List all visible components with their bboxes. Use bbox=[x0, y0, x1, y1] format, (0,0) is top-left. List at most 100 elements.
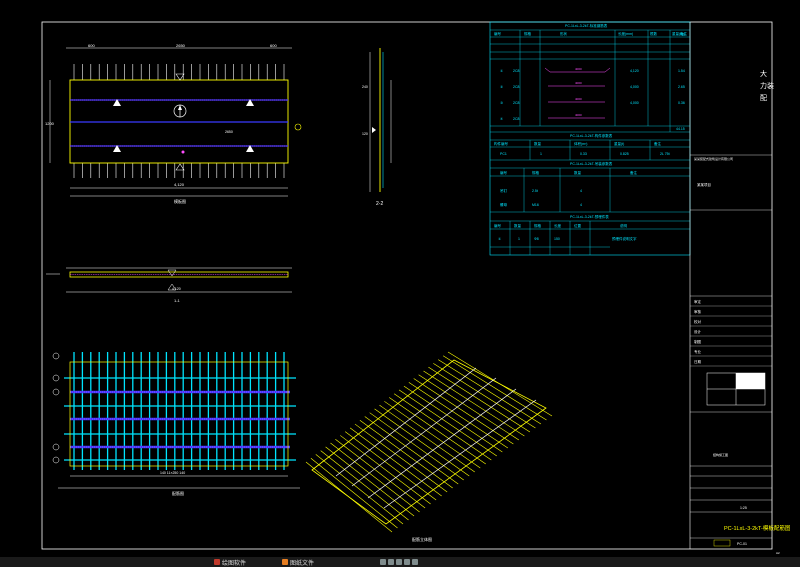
t2-header-1: 数量 bbox=[534, 141, 542, 146]
section-2-caption: 2-2 bbox=[376, 201, 383, 207]
drawing-no: PC-01 bbox=[737, 542, 747, 546]
title-row-1: 审核 bbox=[694, 309, 702, 314]
title-row-4: 制图 bbox=[694, 339, 702, 344]
rebar-schedule-tables: PC-1LxL-3-2kT-标准钢筋表 编号 规格 形状 长度(mm) 根数 重量(kg)… bbox=[489, 21, 691, 256]
rebar-callout-icons bbox=[52, 352, 60, 464]
t3-cell-1-0: 螺母 bbox=[500, 202, 508, 207]
t1-cell-2-1: 2C8 bbox=[513, 101, 519, 105]
t2-cell-0-0: PC1 bbox=[500, 152, 507, 156]
t1-cell-0-1: 2C8 bbox=[513, 69, 519, 73]
t3-cell-1-1: M16 bbox=[532, 203, 539, 207]
table1-title: PC-1LxL-3-2kT-标准钢筋表 bbox=[565, 23, 608, 28]
title-row-6: 日期 bbox=[694, 359, 702, 364]
t1-cell-1-0: ② bbox=[500, 85, 504, 89]
cad-app-icon bbox=[214, 559, 220, 565]
title-row-5: 专业 bbox=[694, 349, 702, 354]
table3-title: PC-1LxL-3-2kT-吊装参数表 bbox=[570, 161, 613, 166]
t4-cell-0-3: 150 bbox=[554, 237, 560, 241]
tray-icon-2[interactable] bbox=[388, 559, 394, 565]
plan-dim-top-left: 600 bbox=[88, 43, 95, 48]
t1-cell-0-3: 4,120 bbox=[630, 69, 639, 73]
t2-cell-0-3: 0.825 bbox=[620, 152, 629, 156]
svg-text:4000: 4000 bbox=[575, 113, 582, 117]
plan-rebar-stubs bbox=[73, 64, 285, 178]
t4-cell-0-2: Φ8 bbox=[534, 237, 539, 241]
t3-header-3: 备注 bbox=[630, 170, 638, 175]
vertical-title-1: 大 bbox=[760, 69, 767, 78]
title-scale: 1:25 bbox=[740, 506, 747, 510]
t2-cell-0-2: 0.33 bbox=[580, 152, 587, 156]
t4-header-5: 说明 bbox=[620, 223, 628, 228]
t4-cell-0-1: 1 bbox=[518, 237, 520, 241]
t1-cell-2-3: 4,000 bbox=[630, 101, 639, 105]
rebar-horizontal-bars bbox=[64, 377, 296, 461]
rebar-dim: 140 11×250 140 bbox=[160, 471, 185, 475]
taskbar-item-file[interactable]: 图纸文件 bbox=[282, 558, 315, 567]
svg-text:4000: 4000 bbox=[575, 67, 582, 71]
t2-header-0: 构件编号 bbox=[494, 141, 508, 146]
plan-dim-side: 1200 bbox=[45, 121, 55, 126]
t1-header-3: 长度(mm) bbox=[618, 31, 633, 36]
plan-caption: 模板图 bbox=[174, 198, 186, 204]
title-project: 某某项目 bbox=[697, 182, 711, 187]
t2-header-3: 重量(t) bbox=[614, 141, 624, 146]
table2-title: PC-1LxL-3-2kT-构件参数表 bbox=[570, 133, 613, 138]
rebar-vertical-bars bbox=[73, 352, 285, 470]
taskbar-item-cad-label: 绘图软件 bbox=[222, 560, 247, 567]
lifting-point-icons bbox=[113, 99, 254, 152]
t4-cell-0-0: ① bbox=[498, 237, 502, 241]
plan-dim-top-right: 600 bbox=[270, 43, 277, 48]
taskbar: 绘图软件 图纸文件 bbox=[0, 557, 800, 567]
svg-text:120: 120 bbox=[362, 132, 368, 136]
rebar-caption: 配筋图 bbox=[172, 490, 184, 496]
title-row-0: 审定 bbox=[694, 299, 702, 304]
section-1-dim: 4,120 bbox=[172, 287, 181, 291]
tray-icon-5[interactable] bbox=[412, 559, 418, 565]
t3-cell-1-2: 4 bbox=[580, 203, 582, 207]
t4-header-0: 编号 bbox=[494, 223, 502, 228]
t2-cell-0-4: 2L 75t bbox=[660, 152, 670, 156]
section-1-caption: 1-1 bbox=[174, 298, 181, 303]
title-note: 某某装配式建筑设计有限公司 bbox=[694, 156, 733, 161]
section-mark-icon bbox=[175, 73, 185, 81]
t4-header-3: 长度 bbox=[554, 223, 562, 228]
t4-header-4: 位置 bbox=[574, 223, 582, 228]
t4-header-1: 数量 bbox=[514, 223, 522, 228]
t3-header-0: 编号 bbox=[500, 170, 508, 175]
t1-cell-0-0: ① bbox=[500, 69, 504, 73]
t1-cell-1-1: 2C8 bbox=[513, 85, 519, 89]
drawing-name: PC-1LxL-3-2kT-模板配筋图 bbox=[724, 524, 791, 532]
svg-text:4000: 4000 bbox=[575, 97, 582, 101]
section-1-1: 4,120 1-1 bbox=[46, 267, 292, 303]
taskbar-item-file-label: 图纸文件 bbox=[290, 560, 315, 567]
file-app-icon bbox=[282, 559, 288, 565]
t2-header-2: 体积(m³) bbox=[574, 141, 587, 146]
t1-cell-3-0: ④ bbox=[500, 117, 504, 121]
axon-caption: 配筋立体图 bbox=[412, 536, 432, 542]
t1-header-1: 规格 bbox=[524, 31, 532, 36]
tray-icon-4[interactable] bbox=[404, 559, 410, 565]
t3-header-1: 规格 bbox=[532, 170, 540, 175]
plan-truss-lines bbox=[70, 99, 288, 147]
taskbar-item-cad[interactable]: 绘图软件 bbox=[214, 558, 247, 567]
t1-cell-1-3: 4,000 bbox=[630, 85, 639, 89]
t1-header-2: 形状 bbox=[560, 31, 568, 36]
tray-icons[interactable] bbox=[380, 558, 418, 566]
plan-view: 600 2650 600 1200 bbox=[45, 43, 302, 204]
t1-header-5: 重量(kg) bbox=[672, 31, 685, 36]
t1-cell-1-5: 2.65 bbox=[678, 85, 685, 89]
axonometric-view: 配筋立体图 bbox=[305, 351, 553, 542]
drawing-frame bbox=[41, 21, 773, 550]
svg-text:4000: 4000 bbox=[575, 81, 582, 85]
rebar-plan-view: 140 11×250 140 配筋图 bbox=[52, 352, 300, 496]
tray-icon-1[interactable] bbox=[380, 559, 386, 565]
t3-cell-0-0: 吊钉 bbox=[500, 188, 508, 193]
t1-cell-0-5: 1.54 bbox=[678, 69, 685, 73]
tray-icon-3[interactable] bbox=[396, 559, 402, 565]
vertical-title-2: 力装 bbox=[760, 81, 774, 90]
t1-header-4: 根数 bbox=[650, 31, 658, 36]
corner-mark: A2 bbox=[776, 551, 780, 555]
t4-cell-0-5: 预埋件说明文字 bbox=[612, 236, 637, 241]
t3-header-2: 数量 bbox=[574, 170, 582, 175]
